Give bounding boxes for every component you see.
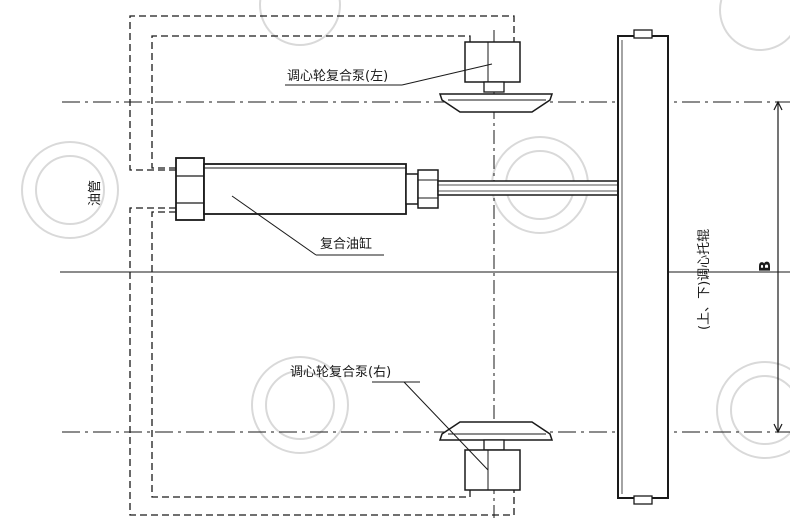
roller-assembly [617, 29, 669, 505]
pipe-outer-lower [129, 207, 515, 516]
cylinder-nut [417, 169, 439, 209]
leader-pump-right [403, 381, 489, 471]
compound-cylinder-assembly [175, 157, 621, 221]
roller-top-cap [633, 29, 653, 39]
roller-bottom-cap [633, 495, 653, 505]
pipe-outer-upper [129, 15, 515, 171]
label-roller: (上、下)调心托辊 [697, 229, 712, 330]
leader-lines [231, 63, 493, 471]
oil-pipes [129, 15, 515, 516]
pipe-inner-lower [151, 211, 471, 498]
label-pump-left: 调心轮复合泵(左) [287, 69, 388, 84]
leader-pump-left [401, 63, 493, 86]
watermark-seals [21, 0, 790, 459]
pump-right-shaft [483, 439, 505, 451]
pump-left-body [464, 41, 521, 83]
piston-rod [437, 180, 621, 196]
pump-left-assembly [438, 41, 554, 113]
leader-cylinder [231, 195, 317, 256]
cylinder-end-cap [175, 157, 205, 221]
label-compound-cylinder: 复合油缸 [320, 236, 372, 252]
pump-left-shaft [483, 81, 505, 93]
label-oil-pipe: 油管 [88, 180, 103, 206]
label-dimension-b: B [756, 261, 774, 272]
pipe-inner-upper [151, 35, 471, 169]
cylinder-gland [405, 173, 419, 205]
label-pump-right: 调心轮复合泵(右) [290, 365, 391, 380]
dimension-b-arrow-bottom [773, 423, 783, 434]
dimension-b-arrow-top [773, 100, 783, 111]
center-lines [60, 30, 790, 518]
pump-left-wheel [438, 93, 554, 113]
pump-right-body [464, 449, 521, 491]
roller-beam [617, 35, 669, 499]
cylinder-barrel [203, 163, 407, 215]
dimension-b [773, 100, 783, 434]
pump-right-wheel [438, 421, 554, 441]
pump-right-assembly [438, 421, 554, 491]
